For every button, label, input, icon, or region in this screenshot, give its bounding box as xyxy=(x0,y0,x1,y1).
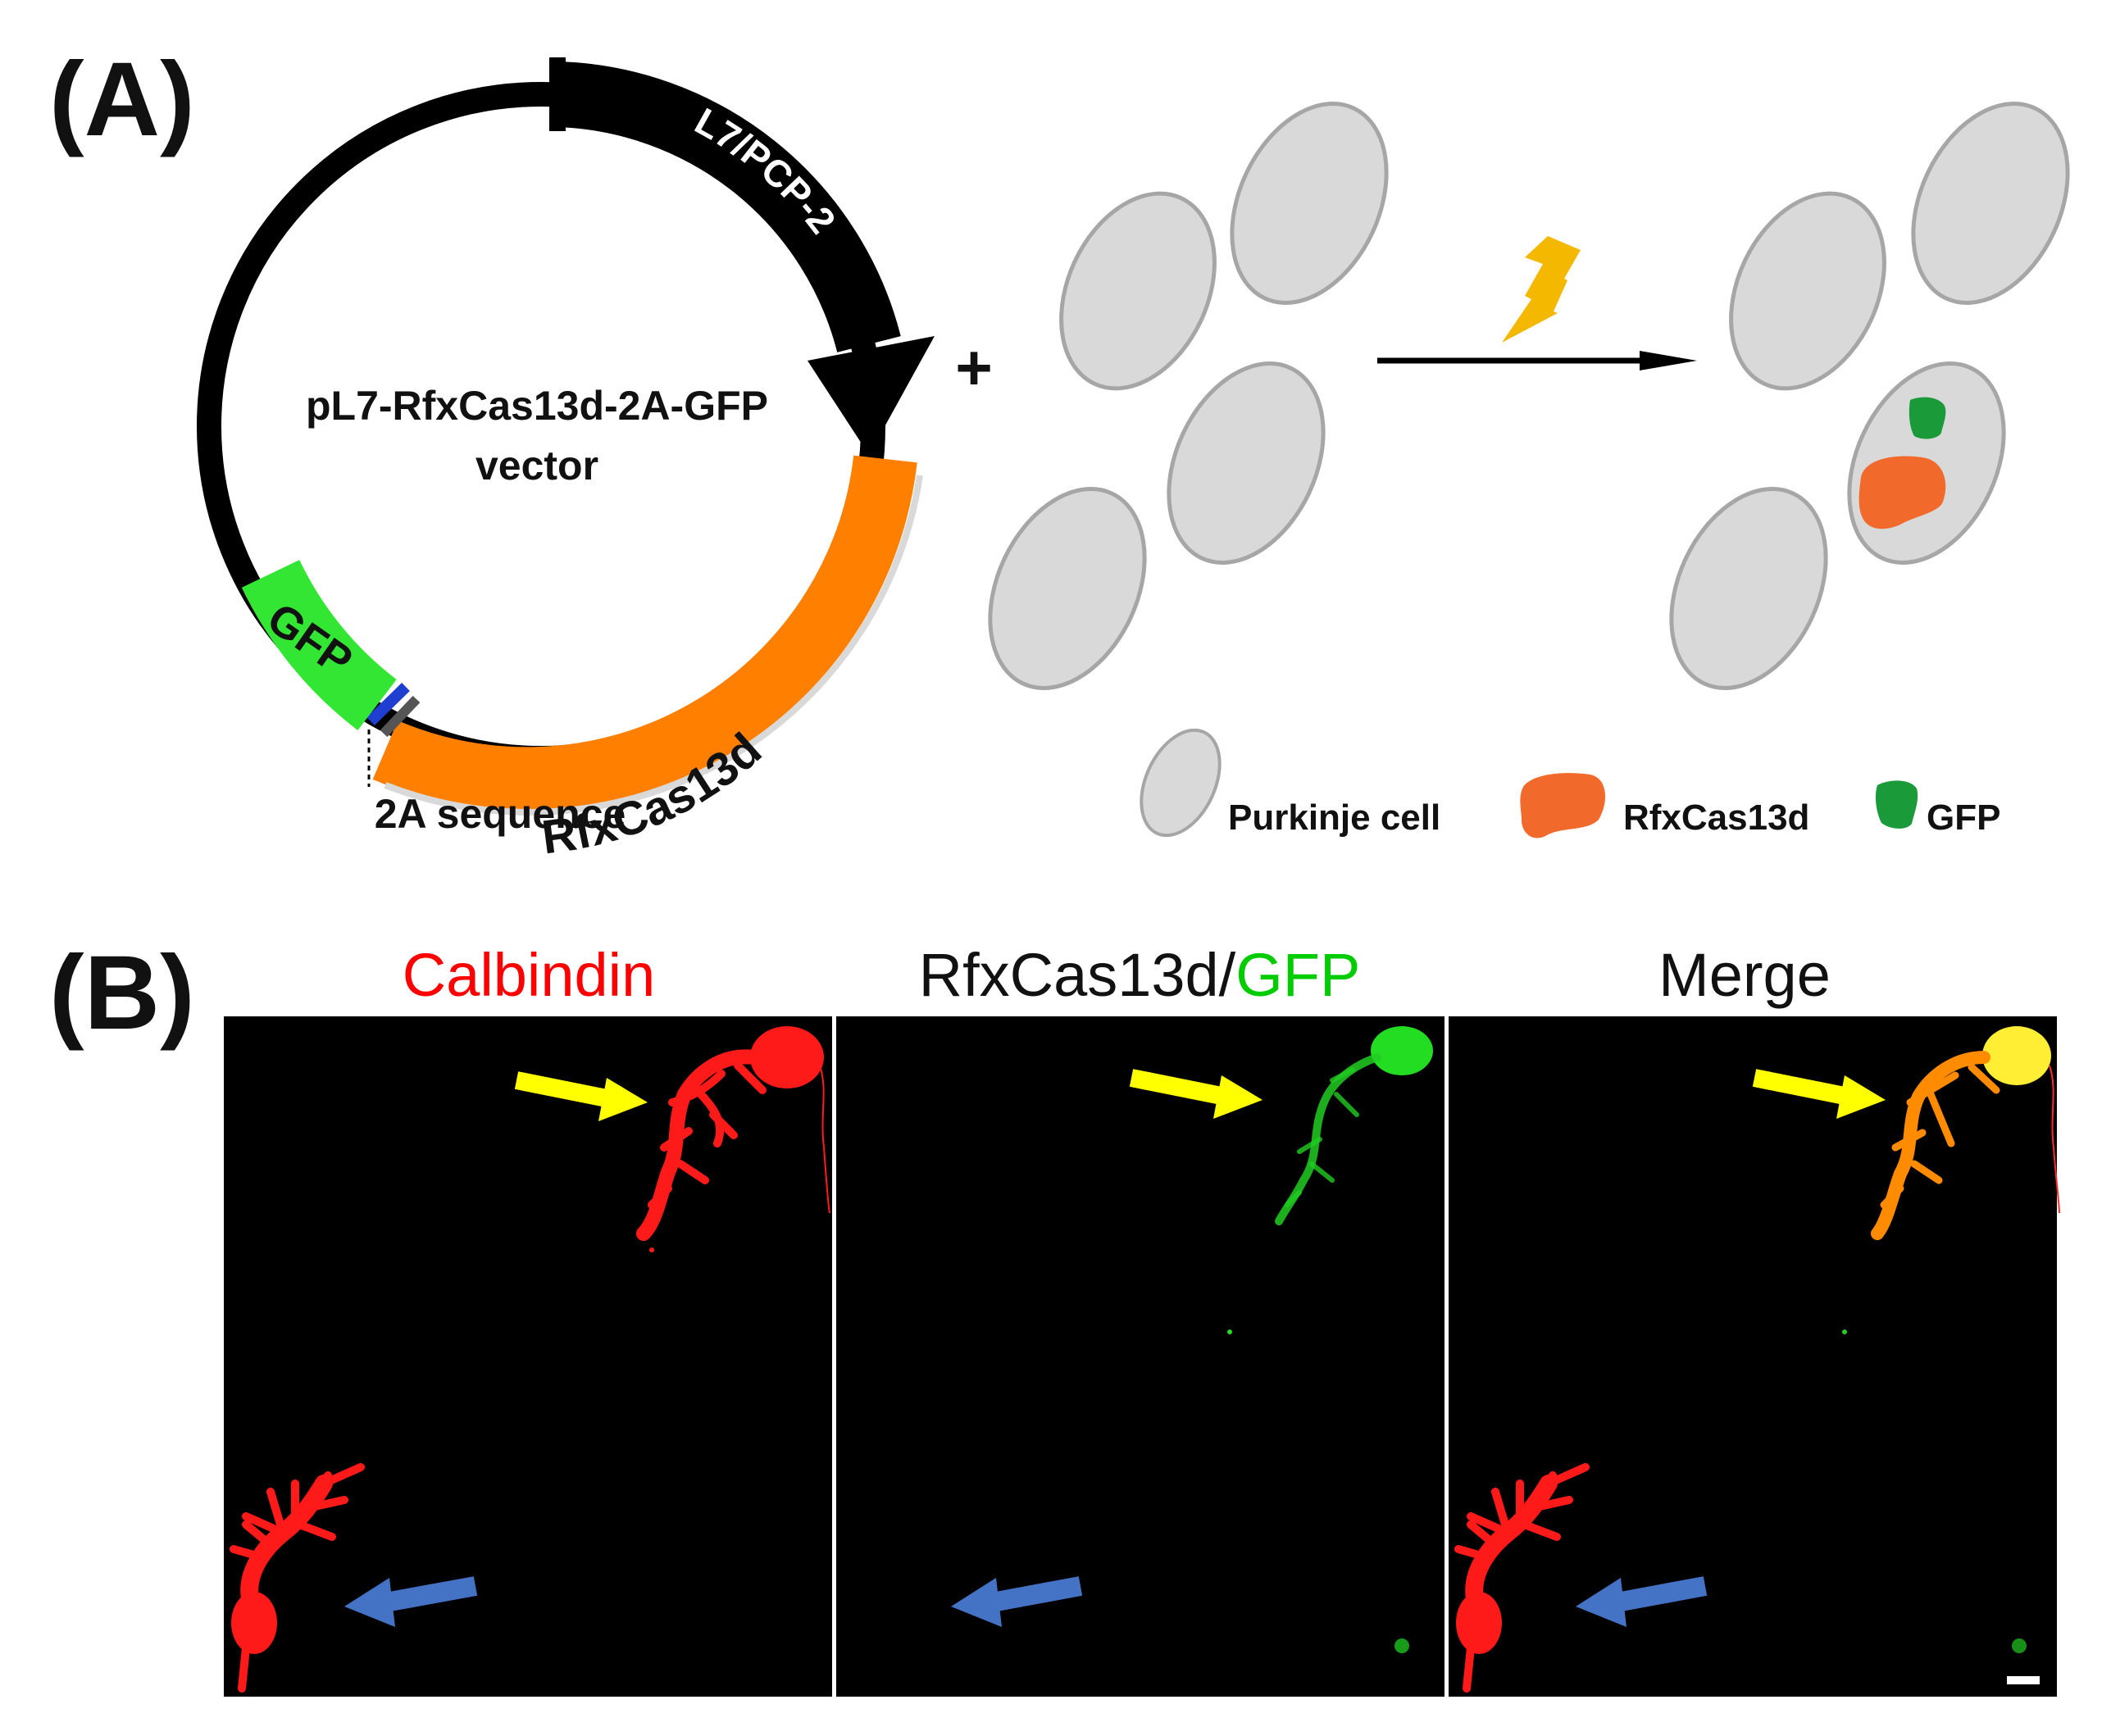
vector-name-line1: pL7-RfxCas13d-2A-GFP xyxy=(306,383,768,429)
plasmid-map xyxy=(197,57,935,816)
promoter-arrow xyxy=(556,61,901,353)
arrow-blue-merge xyxy=(1576,1576,1708,1627)
micrograph-calbindin xyxy=(224,1016,832,1697)
cell xyxy=(1230,102,1389,305)
neuron-upper-gfp xyxy=(1227,1026,1433,1653)
title-rfx-gfp: RfxCas13d/GFP xyxy=(919,941,1361,1009)
cell xyxy=(1729,191,1886,391)
promoter-arrowhead xyxy=(808,336,935,455)
linker-grey xyxy=(380,695,421,738)
panel-a-label: (A) xyxy=(49,41,195,158)
vector-name-line2: vector xyxy=(475,443,598,489)
linker-blue xyxy=(366,682,410,726)
plus-sign: + xyxy=(955,331,993,403)
gfp-protein-in-cell xyxy=(1909,397,1946,439)
linker-label: 2A sequence xyxy=(375,791,626,837)
cell xyxy=(1669,487,1828,690)
cells-before xyxy=(988,102,1389,690)
process-arrowhead xyxy=(1640,351,1697,370)
neuron-lower-calbindin xyxy=(230,1463,365,1693)
cell xyxy=(1911,102,2070,305)
cell xyxy=(988,487,1147,690)
cas-segment xyxy=(372,455,917,811)
legend-cas-icon xyxy=(1520,773,1606,838)
legend-gfp-label: GFP xyxy=(1927,798,2000,838)
cell xyxy=(1059,191,1217,391)
legend: Purkinje cell RfxCas13d GFP xyxy=(1140,728,2000,838)
neuron-upper-calbindin xyxy=(636,1026,830,1252)
lightning-icon xyxy=(1502,236,1581,343)
legend-cas-label: RfxCas13d xyxy=(1623,798,1809,838)
arrow-yellow-gfp xyxy=(1129,1069,1263,1119)
title-gfp-part: GFP xyxy=(1235,941,1360,1009)
neuron-lower-merge xyxy=(1454,1463,1590,1693)
arrow-yellow-calbindin xyxy=(514,1071,648,1121)
title-calbindin: Calbindin xyxy=(403,941,656,1009)
cell xyxy=(1167,361,1326,565)
arrow-yellow-merge xyxy=(1752,1069,1886,1119)
gfp-segment xyxy=(241,559,398,730)
legend-cell-icon xyxy=(1140,728,1222,838)
neuron-upper-merge xyxy=(1842,1026,2060,1653)
scale-bar xyxy=(2007,1676,2040,1684)
cells-after xyxy=(1669,102,2070,690)
arrow-blue-calbindin xyxy=(344,1576,478,1627)
micrograph-gfp xyxy=(836,1016,1444,1697)
cas-protein-in-cell xyxy=(1858,456,1946,529)
promoter-tail xyxy=(549,57,566,131)
legend-cell-label: Purkinje cell xyxy=(1228,798,1440,838)
title-rfx-part: RfxCas13d/ xyxy=(919,941,1236,1009)
arrow-blue-gfp xyxy=(951,1576,1083,1627)
cas-segment-shadow xyxy=(384,475,923,816)
panel-b-label: (B) xyxy=(49,934,195,1052)
micrograph-merge xyxy=(1449,1016,2057,1697)
legend-gfp-icon xyxy=(1875,780,1918,829)
title-merge: Merge xyxy=(1658,941,1831,1009)
